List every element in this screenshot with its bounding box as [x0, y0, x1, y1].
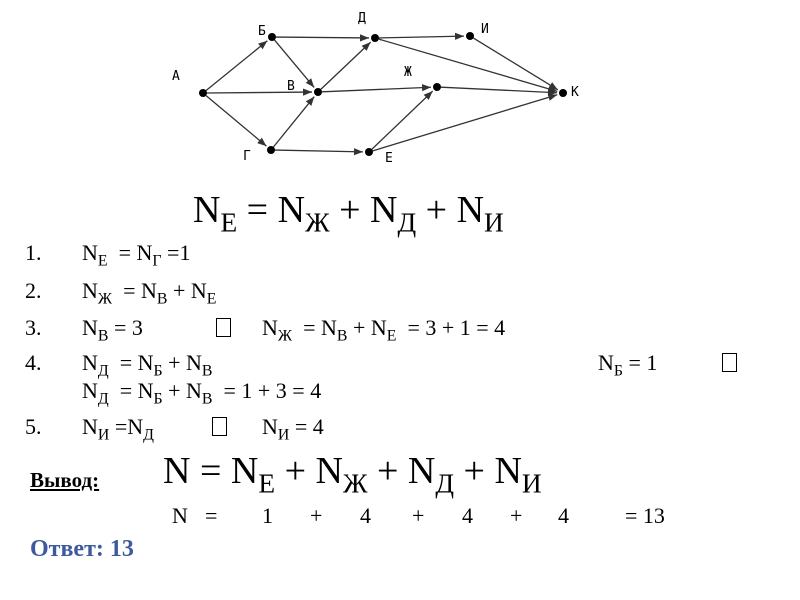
graph-diagram: А Б В Г Д Е Ж И К: [172, 11, 579, 166]
node-B: [268, 33, 276, 41]
edge-E-Zh: [371, 90, 434, 150]
step-1: NЕ = NГ =1: [82, 240, 191, 270]
step-2-number: 2.: [25, 278, 42, 303]
conclusion-value: 1: [262, 503, 273, 528]
step-1-number: 1.: [25, 240, 42, 265]
conclusion-value: 4: [558, 503, 569, 528]
implies-box-icon: [216, 318, 231, 337]
edge-V-Zh: [321, 84, 432, 93]
node-label-A: А: [172, 69, 180, 84]
edge-A-G: [205, 95, 267, 147]
conclusion-value: 4: [462, 503, 473, 528]
step-4-number: 4.: [25, 350, 42, 375]
edge-D-K: [378, 38, 558, 93]
node-G: [267, 146, 275, 154]
step-3-part-1: NВ = 3: [82, 315, 143, 345]
main-formula: NЕ = NЖ + NД + NИ: [193, 189, 504, 238]
edge-I-K: [473, 37, 559, 91]
implies-box-icon: [212, 417, 227, 436]
implies-box-icon: [722, 353, 737, 372]
conclusion-label: Вывод:: [30, 468, 100, 492]
edge-V-D: [320, 41, 372, 90]
node-E: [365, 148, 373, 156]
graph-edges: [205, 32, 559, 156]
conclusion-plus: +: [412, 503, 425, 528]
step-2: NЖ = NВ + NЕ: [82, 278, 217, 308]
step-3-part-2: NЖ = NВ + NЕ = 3 + 1 = 4: [262, 315, 506, 345]
conclusion-formula: N = NЕ + NЖ + NД + NИ: [163, 450, 542, 499]
conclusion-n: N: [172, 503, 188, 528]
edge-E-K: [372, 93, 558, 152]
node-label-I: И: [481, 22, 489, 37]
edge-B-V: [274, 39, 315, 88]
node-label-K: К: [571, 85, 579, 100]
node-D: [371, 34, 379, 42]
answer: Ответ: 13: [30, 536, 134, 562]
conclusion-plus: +: [310, 503, 323, 528]
step-4-line-2: NД = NБ + NВ = 1 + 3 = 4: [82, 378, 322, 408]
node-label-D: Д: [358, 11, 366, 26]
node-label-V: В: [287, 79, 295, 94]
edge-G-E: [274, 148, 364, 156]
conclusion-plus: +: [510, 503, 523, 528]
node-label-Zh: Ж: [404, 65, 412, 80]
edge-A-V: [206, 88, 313, 96]
step-3-number: 3.: [25, 315, 42, 340]
node-label-G: Г: [243, 149, 251, 164]
step-5-part-1: NИ =NД: [82, 414, 154, 444]
step-4-line-1: NД = NБ + NВ: [82, 350, 213, 380]
edge-D-I: [378, 32, 465, 40]
step-5-part-2: NИ = 4: [262, 414, 324, 444]
edge-A-B: [205, 40, 268, 91]
node-K: [559, 89, 567, 97]
edge-B-D: [275, 34, 370, 42]
step-4-given: NБ = 1: [598, 350, 658, 380]
step-5-number: 5.: [25, 414, 42, 439]
node-label-E: Е: [385, 151, 393, 166]
node-label-B: Б: [258, 24, 266, 39]
conclusion-value: 4: [360, 503, 371, 528]
edge-Zh-K: [440, 86, 558, 96]
edge-G-V: [273, 96, 315, 148]
conclusion-result: = 13: [625, 503, 665, 528]
node-A: [199, 89, 207, 97]
node-V: [314, 88, 322, 96]
conclusion-eq: =: [205, 503, 218, 528]
graph-nodes: А Б В Г Д Е Ж И К: [172, 11, 579, 166]
node-Zh: [433, 83, 441, 91]
node-I: [466, 32, 474, 40]
